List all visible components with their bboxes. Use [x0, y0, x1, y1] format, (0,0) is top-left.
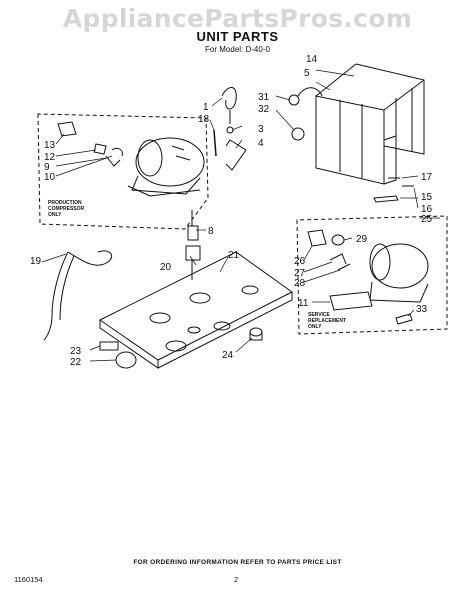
gasket: [99, 341, 119, 351]
ordering-footer: FOR ORDERING INFORMATION REFER TO PARTS …: [133, 559, 342, 566]
callout-29: 29: [356, 234, 368, 245]
callout-11: 11: [298, 298, 309, 309]
callout-16: 16: [421, 204, 433, 215]
cap: [115, 351, 137, 369]
production-note-line1: PRODUCTION: [48, 200, 82, 206]
callout-13: 13: [44, 140, 56, 151]
production-note-line3: ONLY: [48, 212, 62, 218]
callout-15: 15: [421, 192, 433, 203]
callout-23: 23: [70, 346, 82, 357]
callout-14: 14: [306, 54, 318, 65]
callout-17: 17: [421, 172, 433, 183]
rubber-foot: [249, 327, 263, 341]
document-number: 1160154: [14, 575, 43, 584]
callout-31: 31: [258, 92, 270, 103]
callout-32: 32: [258, 104, 270, 115]
callout-27: 27: [294, 268, 306, 279]
service-note-line3: ONLY: [308, 324, 322, 330]
mount-parts: [185, 210, 201, 280]
service-terminal-parts: [307, 229, 351, 271]
page-number: 2: [234, 575, 239, 584]
callout-8: 8: [208, 226, 214, 237]
model-label: For Model: D-40-0: [205, 45, 270, 54]
callout-24: 24: [222, 350, 234, 361]
service-replacement-box: [296, 215, 448, 335]
screws: [373, 177, 414, 203]
condenser: [297, 63, 425, 185]
callout-4: 4: [258, 138, 264, 149]
callout-26: 26: [294, 256, 306, 267]
callout-28: 28: [294, 278, 306, 289]
callout-12: 12: [44, 152, 56, 163]
terminal-parts: [57, 121, 123, 167]
grommet-bottom: [291, 127, 305, 141]
compressor-service: [369, 243, 429, 303]
page-title: UNIT PARTS: [196, 29, 279, 44]
process-tubes: [221, 87, 247, 171]
callout-3: 3: [258, 124, 264, 135]
service-bracket: [329, 291, 373, 311]
bolt: [213, 129, 217, 157]
leader-lines: [41, 69, 440, 362]
service-clip: [395, 313, 413, 325]
callout-22: 22: [70, 357, 82, 368]
callout-20: 20: [160, 262, 172, 273]
wire-harness: [43, 250, 113, 341]
callout-9: 9: [44, 162, 50, 173]
callout-33: 33: [416, 304, 428, 315]
watermark: AppliancePartsPros.com: [62, 4, 413, 33]
callout-18: 18: [198, 114, 210, 125]
callout-25: 25: [421, 214, 433, 225]
callout-1: 1: [203, 102, 209, 113]
callout-10: 10: [44, 172, 56, 183]
production-compressor-box: [37, 113, 209, 230]
service-note-line2: REPLACEMENT: [308, 318, 346, 324]
grommet-top: [288, 94, 300, 106]
callout-19: 19: [30, 256, 42, 267]
compressor-production: [127, 137, 205, 197]
service-note-line1: SERVICE: [308, 312, 331, 318]
callout-21: 21: [228, 250, 240, 261]
base-plate: [99, 251, 293, 369]
callout-5: 5: [304, 68, 310, 79]
production-note-line2: COMPRESSOR: [48, 206, 85, 212]
